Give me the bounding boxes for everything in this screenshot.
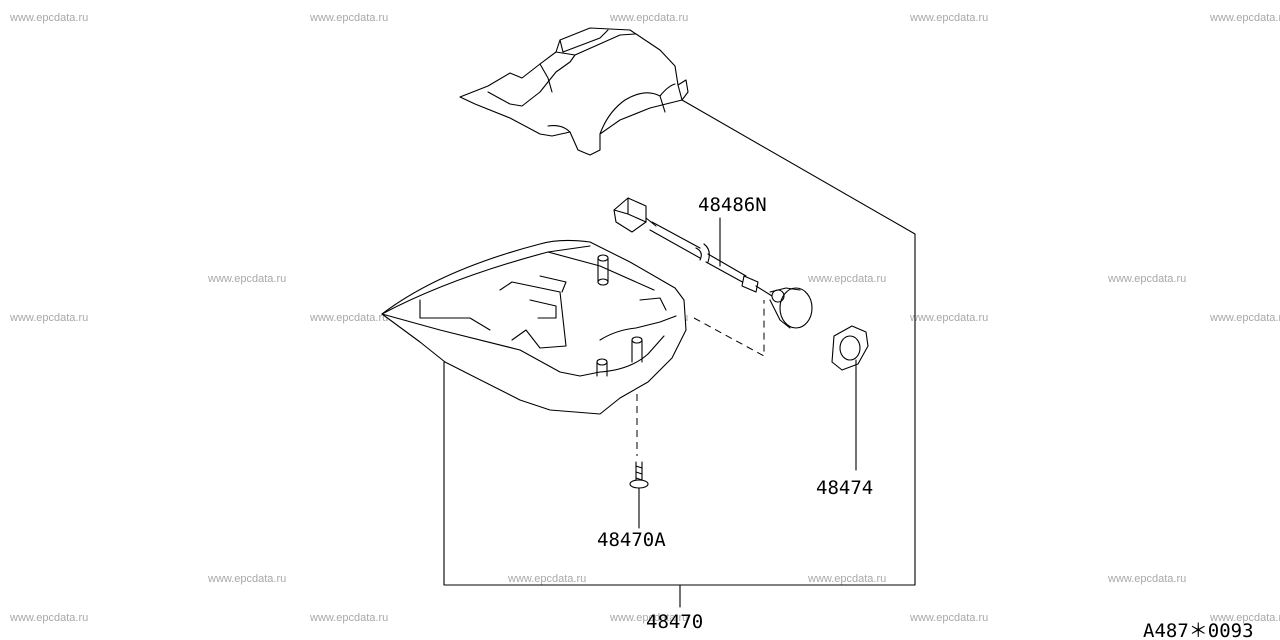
part-number-48470A: 48470A — [597, 529, 666, 551]
watermark: www.epcdata.ru — [609, 612, 688, 624]
assembly-dash-lines — [636, 300, 765, 456]
screw — [629, 461, 649, 529]
watermark: www.epcdata.ru — [1107, 273, 1186, 285]
watermark: www.epcdata.ru — [309, 312, 388, 324]
watermark: www.epcdata.ru — [807, 273, 886, 285]
illumination-harness — [613, 197, 813, 329]
watermark: www.epcdata.ru — [807, 573, 886, 585]
part-number-48474: 48474 — [816, 477, 873, 499]
watermark: www.epcdata.ru — [507, 573, 586, 585]
watermark: www.epcdata.ru — [9, 312, 88, 324]
watermark: www.epcdata.ru — [1209, 312, 1280, 324]
upper-column-cover — [459, 27, 689, 156]
watermark: www.epcdata.ru — [909, 312, 988, 324]
watermark: www.epcdata.ru — [909, 612, 988, 624]
diagram-ref-code: A487＊0093 — [1143, 620, 1254, 640]
watermark: www.epcdata.ru — [909, 12, 988, 24]
watermark: www.epcdata.ru — [9, 12, 88, 24]
part-number-48470: 48470 — [646, 611, 703, 633]
watermark: www.epcdata.ru — [9, 612, 88, 624]
watermark: www.epcdata.ru — [1209, 612, 1280, 624]
watermark: www.epcdata.ru — [309, 612, 388, 624]
watermark: www.epcdata.ru — [207, 573, 286, 585]
part-number-48486N: 48486N — [698, 194, 767, 216]
watermark: www.epcdata.ru — [609, 12, 688, 24]
watermark: www.epcdata.ru — [1107, 573, 1186, 585]
watermark: www.epcdata.ru — [309, 12, 388, 24]
lower-column-cover — [381, 239, 687, 415]
bezel-gasket — [831, 325, 869, 471]
leader-lines — [443, 99, 916, 608]
watermark: www.epcdata.ru — [207, 273, 286, 285]
watermark: www.epcdata.ru — [1209, 12, 1280, 24]
